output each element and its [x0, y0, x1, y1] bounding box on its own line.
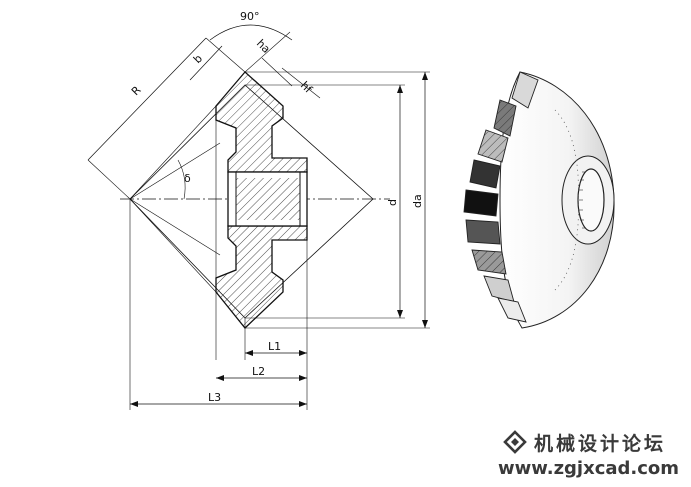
- gear-teeth: [463, 71, 539, 323]
- section-lower: [215, 225, 308, 329]
- angle-arc: [209, 24, 293, 41]
- b-label: b: [191, 52, 205, 66]
- l3-label: L3: [208, 391, 221, 404]
- watermark-site-name: 机械设计论坛: [534, 432, 666, 455]
- da-label: da: [411, 194, 424, 208]
- hf-label: hf: [298, 79, 316, 97]
- ha-label: ha: [254, 37, 273, 56]
- section-upper: [215, 71, 308, 173]
- watermark-url: www.zgjxcad.com: [498, 458, 679, 479]
- spline-teeth: [579, 171, 586, 229]
- gear-3d-view: [463, 71, 615, 329]
- dimension-arrows: [130, 72, 428, 407]
- gear-section-view: [87, 24, 430, 410]
- diamond-logo-icon: [503, 430, 527, 454]
- d-label: d: [386, 199, 399, 206]
- angle-label: 90°: [240, 10, 260, 23]
- watermark: 机械设计论坛 www.zgjxcad.com: [498, 430, 679, 479]
- r-label: R: [129, 83, 144, 98]
- l1-label: L1: [268, 340, 281, 353]
- delta-label: δ: [184, 172, 191, 185]
- l2-label: L2: [252, 365, 265, 378]
